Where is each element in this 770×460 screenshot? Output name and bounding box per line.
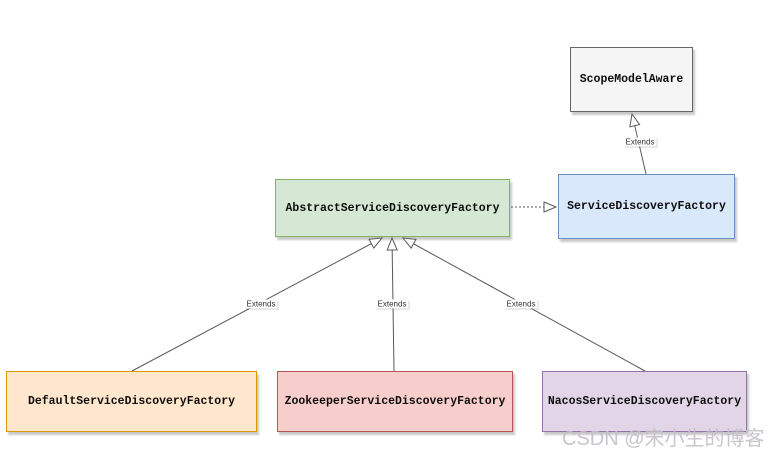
node-label: ScopeModelAware (579, 73, 684, 86)
edge-label-extends-left: Extends (244, 299, 278, 309)
node-scope-model-aware: ScopeModelAware (570, 47, 693, 112)
node-zookeeper-service-discovery-factory: ZookeeperServiceDiscoveryFactory (277, 371, 513, 432)
edge-label-extends-middle: Extends (375, 299, 409, 309)
edge-label-extends-right: Extends (504, 299, 538, 309)
node-abstract-service-discovery-factory: AbstractServiceDiscoveryFactory (275, 179, 510, 237)
csdn-watermark: CSDN @宋小生的博客 (562, 428, 765, 450)
edge-label-extends-top: Extends (623, 137, 657, 147)
node-label: AbstractServiceDiscoveryFactory (285, 201, 500, 215)
node-label: NacosServiceDiscoveryFactory (547, 395, 742, 408)
node-label: DefaultServiceDiscoveryFactory (27, 395, 236, 408)
node-nacos-service-discovery-factory: NacosServiceDiscoveryFactory (542, 371, 747, 432)
node-default-service-discovery-factory: DefaultServiceDiscoveryFactory (6, 371, 257, 432)
node-label: ZookeeperServiceDiscoveryFactory (284, 395, 506, 408)
node-service-discovery-factory: ServiceDiscoveryFactory (558, 174, 735, 239)
node-label: ServiceDiscoveryFactory (567, 200, 726, 213)
